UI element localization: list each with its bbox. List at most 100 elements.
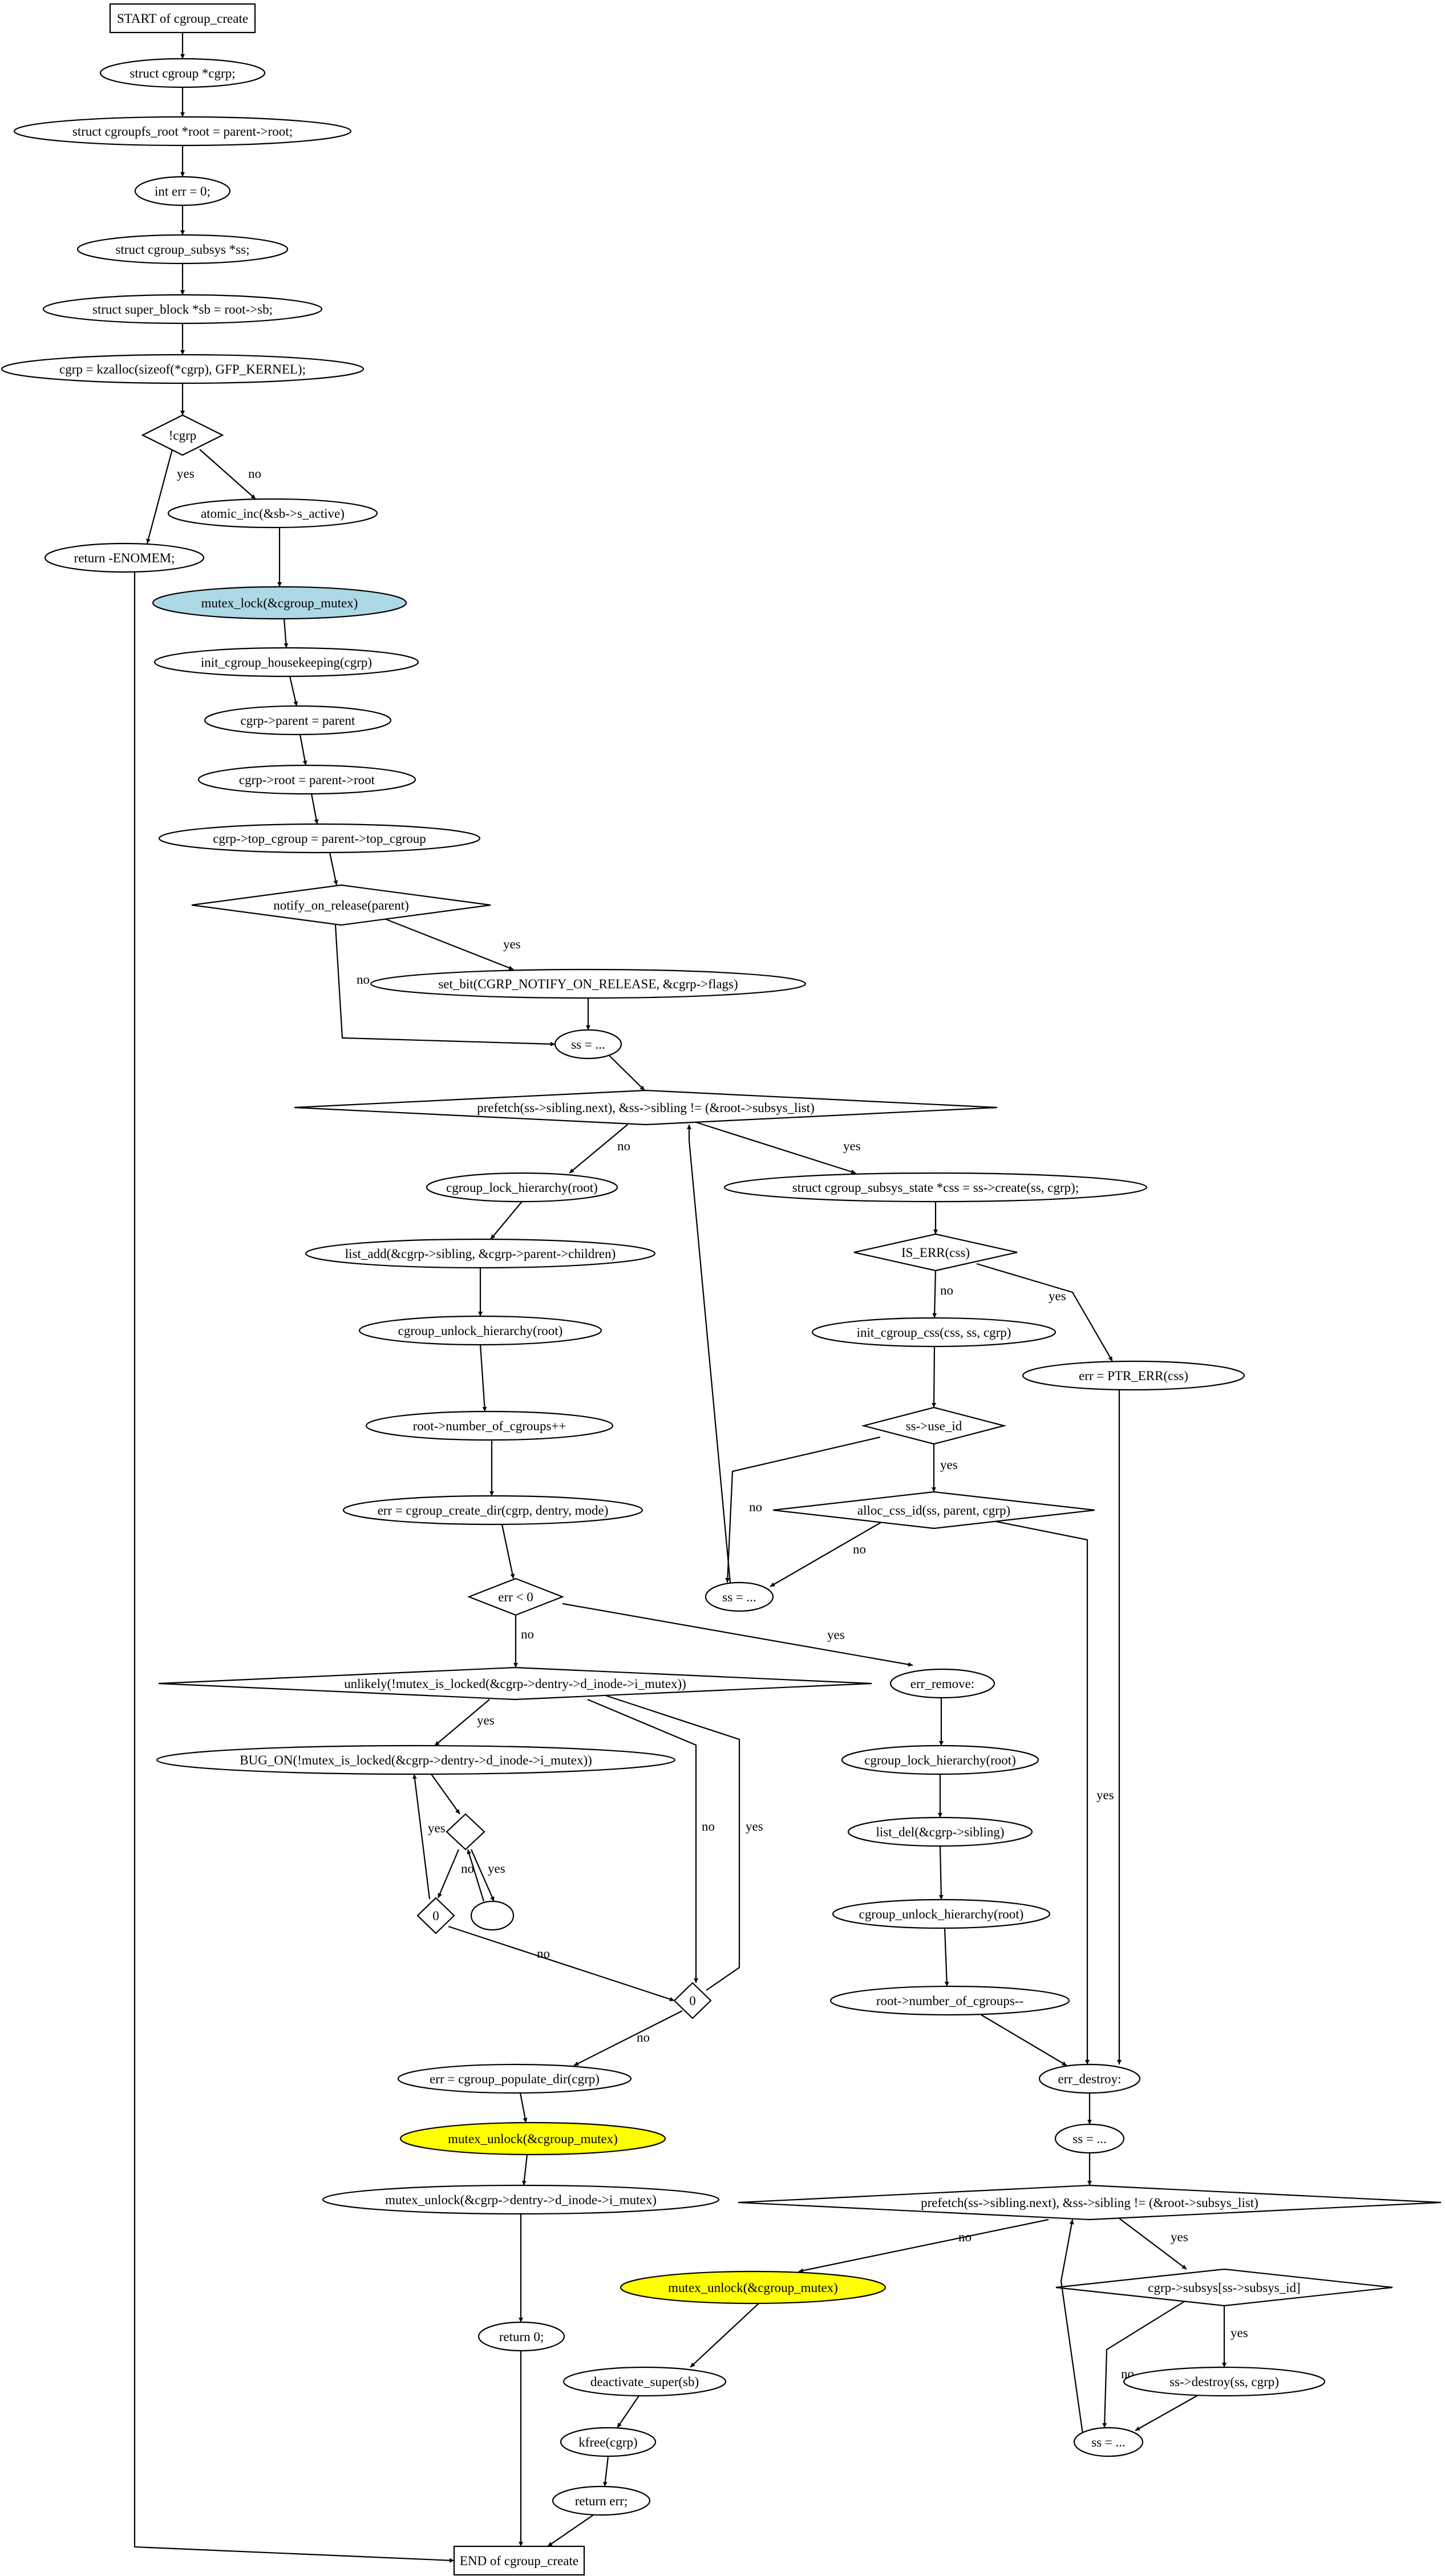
edge-label-yes: yes <box>177 466 195 481</box>
process-ellipse <box>1 354 365 384</box>
process-ellipse <box>305 1238 656 1269</box>
process-ellipse <box>167 498 378 529</box>
process-ellipse <box>365 1410 614 1441</box>
node-n43: return err; <box>552 2485 651 2516</box>
edge-label-no: no <box>749 1500 762 1514</box>
node-label: END of cgroup_create <box>460 2554 578 2568</box>
node-label: init_cgroup_housekeeping(cgrp) <box>201 655 372 670</box>
process-ellipse <box>399 2121 666 2156</box>
process-ellipse <box>847 1816 1033 1847</box>
node-end: END of cgroup_create <box>453 2545 585 2576</box>
node-label: ss = ... <box>571 1037 605 1052</box>
edge-n26-d9 <box>431 1774 460 1815</box>
edge-n16-n18 <box>490 1201 523 1240</box>
process-ellipse <box>153 647 419 678</box>
edge-n41-n43 <box>602 2456 609 2487</box>
node-d6: alloc_css_id(ss, parent, cgrp) <box>772 1491 1095 1530</box>
node-n9: mutex_lock(&cgroup_mutex) <box>152 586 407 620</box>
node-label: struct cgroup_subsys_state *css = ss->cr… <box>792 1181 1079 1195</box>
edge-label-yes: yes <box>1171 2230 1188 2244</box>
node-label: mutex_unlock(&cgroup_mutex) <box>668 2281 838 2295</box>
node-n6: cgrp = kzalloc(sizeof(*cgrp), GFP_KERNEL… <box>1 354 365 384</box>
node-label: list_del(&cgrp->sibling) <box>876 1825 1004 1839</box>
edge-d2-n15 <box>334 924 556 1046</box>
decision-diamond <box>1055 2268 1393 2307</box>
node-n24: ss = ... <box>705 1581 774 1612</box>
node-n38: return 0; <box>477 2321 565 2352</box>
edge-d12-n37 <box>798 2218 1049 2273</box>
edge-n32-n34 <box>519 2092 528 2123</box>
node-label: init_cgroup_css(css, ss, cgrp) <box>857 1325 1011 1340</box>
edge-n24-d3 <box>687 1125 731 1583</box>
node-box <box>453 2545 585 2576</box>
edge-d9-n29 <box>470 1849 495 1902</box>
node-n4: struct cgroup_subsys *ss; <box>76 234 289 265</box>
node-label: mutex_unlock(&cgrp->dentry->d_inode->i_m… <box>385 2193 657 2207</box>
edge-d13-n42 <box>1102 2299 1188 2428</box>
node-n26: BUG_ON(!mutex_is_locked(&cgrp->dentry->d… <box>156 1745 676 1775</box>
decision-diamond <box>191 884 491 926</box>
node-n39: deactivate_super(sb) <box>562 2366 727 2397</box>
edge-n29-d9 <box>467 1849 485 1902</box>
edge-label-no: no <box>521 1627 534 1641</box>
decision-diamond <box>141 414 224 456</box>
node-d13: cgrp->subsys[ss->subsys_id] <box>1055 2268 1393 2307</box>
edge-label-no: no <box>702 1819 715 1833</box>
process-ellipse <box>620 2270 887 2305</box>
node-label: IS_ERR(css) <box>901 1246 970 1260</box>
node-label: deactivate_super(sb) <box>590 2375 699 2389</box>
node-label: START of cgroup_create <box>117 11 248 26</box>
process-ellipse <box>1073 2427 1144 2457</box>
decision-diamond <box>673 1982 712 2019</box>
node-d8: unlikely(!mutex_is_locked(&cgrp->dentry-… <box>158 1666 872 1701</box>
edge-d8-d11 <box>587 1698 698 1983</box>
node-label: cgrp->root = parent->root <box>239 773 375 787</box>
node-n16: cgroup_lock_hierarchy(root) <box>426 1172 618 1203</box>
node-n32: err = cgroup_populate_dir(cgrp) <box>397 2063 632 2094</box>
edge-d6-n24 <box>770 1521 883 1587</box>
node-label: list_add(&cgrp->sibling, &cgrp->parent->… <box>345 1247 616 1261</box>
process-ellipse <box>1123 2366 1326 2397</box>
node-label: mutex_lock(&cgroup_mutex) <box>201 596 358 610</box>
node-n31: root->number_of_cgroups-- <box>829 1985 1070 2016</box>
process-ellipse <box>156 1745 676 1775</box>
node-d12: prefetch(ss->sibling.next), &ss->sibling… <box>738 2184 1442 2221</box>
node-label: struct cgroupfs_root *root = parent->roo… <box>72 124 293 139</box>
edge-n12-n13 <box>310 793 319 825</box>
node-label: struct cgroup *cgrp; <box>129 66 235 80</box>
node-n15: ss = ... <box>554 1029 622 1060</box>
process-ellipse <box>322 2184 720 2215</box>
node-label: struct super_block *sb = root->sb; <box>92 302 273 317</box>
node-n8: atomic_inc(&sb->s_active) <box>167 498 378 529</box>
decision-diamond <box>738 2184 1442 2221</box>
node-n1: struct cgroup *cgrp; <box>99 58 266 88</box>
node-n25: err_remove: <box>889 1668 995 1699</box>
node-label: struct cgroup_subsys *ss; <box>115 242 249 257</box>
node-n7: return -ENOMEM; <box>44 542 205 573</box>
node-n29 <box>470 1900 515 1931</box>
edge-d6-n33 <box>995 1520 1090 2064</box>
node-d5: ss->use_id <box>861 1406 1007 1445</box>
node-label: mutex_unlock(&cgroup_mutex) <box>448 2132 618 2146</box>
process-ellipse <box>134 176 231 206</box>
edge-label-no: no <box>637 2030 650 2044</box>
node-label: 0 <box>432 1909 439 1923</box>
process-ellipse <box>13 116 352 147</box>
node-n36: mutex_unlock(&cgrp->dentry->d_inode->i_m… <box>322 2184 720 2215</box>
edge-d2-n14 <box>384 918 514 971</box>
process-ellipse <box>426 1172 618 1203</box>
edge-label-yes: yes <box>477 1713 495 1727</box>
edge-d11-d8 <box>593 1690 740 1991</box>
edge-d1-n7 <box>146 449 173 544</box>
process-ellipse <box>829 1985 1070 2016</box>
decision-diamond <box>294 1089 998 1126</box>
process-ellipse <box>1022 1360 1245 1391</box>
edge-label-no: no <box>617 1139 630 1153</box>
node-n13: cgrp->top_cgroup = parent->top_cgroup <box>158 823 481 854</box>
node-label: cgrp->parent = parent <box>241 713 356 728</box>
node-label: return err; <box>575 2494 628 2508</box>
edge-n10-n11 <box>289 676 298 707</box>
edge-d7-n25 <box>562 1603 913 1667</box>
process-ellipse <box>1038 2063 1141 2094</box>
node-n22: root->number_of_cgroups++ <box>365 1410 614 1441</box>
